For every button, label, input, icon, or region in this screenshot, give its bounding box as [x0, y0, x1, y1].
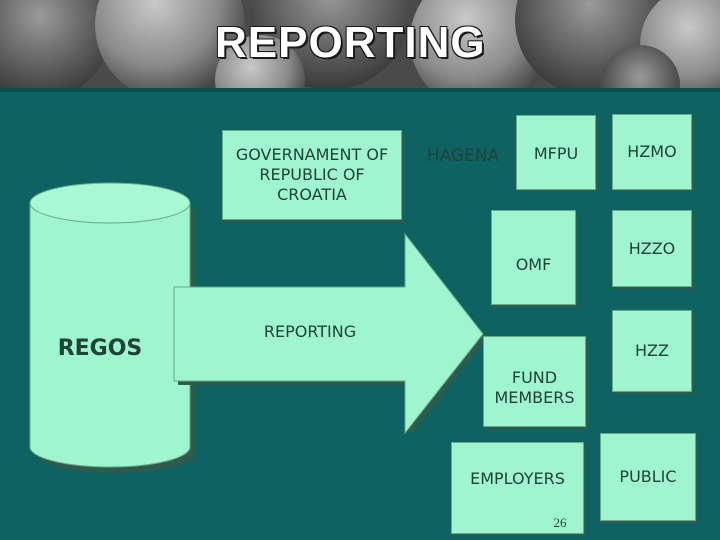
hzmo-box: HZMO [612, 114, 692, 190]
government-box: GOVERNAMENT OF REPUBLIC OF CROATIA [222, 130, 402, 220]
regos-label: REGOS [57, 336, 143, 361]
mfpu-label: MFPU [533, 144, 579, 163]
coins-header-image [0, 0, 720, 92]
public-box: PUBLIC [600, 433, 696, 521]
hzz-label: HZZ [635, 341, 669, 360]
database-cylinder-top [29, 182, 191, 224]
government-label: GOVERNAMENT OF REPUBLIC OF CROATIA [235, 145, 389, 204]
slide-title: REPORTING [215, 18, 486, 67]
database-cylinder [29, 202, 191, 468]
page-number: 26 [553, 515, 567, 530]
hzzo-box: HZZO [612, 210, 692, 287]
employers-label: EMPLOYERS [470, 469, 565, 488]
hzz-box: HZZ [612, 310, 692, 392]
public-label: PUBLIC [619, 467, 677, 486]
hzmo-label: HZMO [627, 142, 677, 161]
omf-label: OMF [515, 254, 552, 274]
fund-members-label: FUND MEMBERS [494, 368, 575, 407]
reporting-arrow [173, 232, 484, 435]
reporting-arrow-label: REPORTING [263, 322, 357, 341]
omf-box: OMF [491, 210, 576, 305]
fund-members-box: FUND MEMBERS [483, 336, 586, 427]
hzzo-label: HZZO [628, 238, 676, 258]
hagena-label: HAGENA [426, 146, 500, 166]
employers-box: EMPLOYERS [451, 442, 584, 534]
mfpu-box: MFPU [516, 115, 596, 190]
